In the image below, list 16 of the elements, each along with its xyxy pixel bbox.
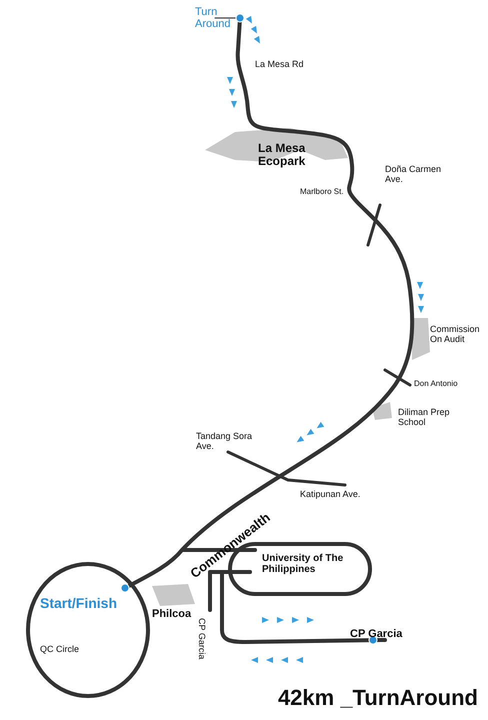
place-label: Turn Around <box>195 6 232 30</box>
street-label: CP Garcia <box>196 618 206 660</box>
place-label: Start/Finish <box>40 596 118 612</box>
street-label: CP Garcia <box>350 628 402 640</box>
street-label: Katipunan Ave. <box>300 490 360 500</box>
street-label: Tandang Sora Ave. <box>196 432 254 452</box>
map-title: 42km _TurnAround <box>278 686 478 710</box>
place-label: La Mesa Ecopark <box>258 142 306 168</box>
street-label: La Mesa Rd <box>255 60 304 70</box>
place-label: Commission On Audit <box>430 325 481 345</box>
street-label: Marlboro St. <box>300 188 344 197</box>
place-label: Philcoa <box>152 608 192 620</box>
place-label: QC Circle <box>40 645 80 655</box>
place-label: Diliman Prep School <box>398 408 451 428</box>
street-label: Doña Carmen Ave. <box>385 165 442 185</box>
street-label: Don Antonio <box>414 380 458 389</box>
